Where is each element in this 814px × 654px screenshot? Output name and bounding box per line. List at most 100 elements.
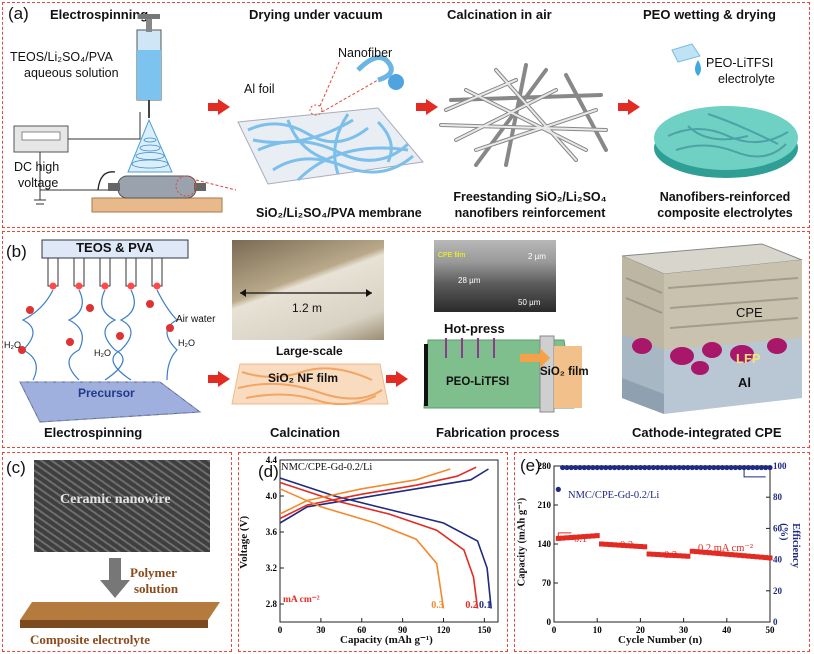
capacity-point	[599, 541, 605, 547]
y-right-tick-label: 40	[773, 555, 783, 565]
x-tick-label: 90	[398, 625, 408, 635]
capacity-point	[663, 552, 669, 558]
teos-pva-label: TEOS & PVA	[76, 240, 154, 255]
efficiency-point	[585, 464, 592, 471]
efficiency-point	[767, 464, 773, 471]
panel-d	[238, 452, 508, 652]
capacity-point	[555, 535, 561, 541]
chart-d-frame	[279, 459, 499, 623]
y-left-tick-label: 0	[547, 617, 552, 627]
scale-bar-arrow	[240, 289, 372, 297]
efficiency-point	[676, 464, 682, 471]
step-electrospinning: Electrospinning	[50, 7, 149, 22]
arrow-b1	[208, 371, 230, 387]
capacity-point	[685, 553, 691, 559]
capacity-point	[668, 552, 674, 558]
efficiency-point	[711, 464, 717, 471]
panel-a	[2, 2, 810, 228]
h2o-label-1: H₂O	[4, 340, 21, 350]
al-layer-label: Al	[738, 375, 751, 390]
series-label-0.3: 0.3	[431, 600, 444, 611]
capacity-point	[676, 553, 682, 559]
capacity-point	[624, 543, 630, 549]
fabrication-label: Fabrication process	[436, 425, 560, 440]
y-tick-label: 4.0	[266, 491, 278, 501]
capacity-point	[715, 550, 721, 556]
capacity-point	[741, 553, 747, 559]
sio2-nf-film-graphic	[231, 363, 389, 406]
chart-d-xlabel: Capacity (mAh g⁻¹)	[340, 634, 433, 646]
freestanding-nanofibers-graphic	[439, 63, 608, 167]
capacity-point	[732, 552, 738, 558]
electrospinning-apparatus	[13, 14, 237, 213]
efficiency-point	[655, 464, 661, 471]
efficiency-point	[650, 464, 656, 471]
panel-c-label: (c)	[6, 458, 26, 477]
capacity-point	[586, 533, 592, 539]
series-label-0.1: 0.1	[479, 600, 492, 611]
nanofiber-membrane-graphic	[237, 55, 424, 185]
solution-label-2: aqueous solution	[24, 66, 119, 80]
composite-electrolyte-label: Composite electrolyte	[30, 632, 150, 647]
scale-50um-label: 50 µm	[518, 298, 541, 307]
electrolyte-label-1: PEO-LiTFSI	[706, 56, 774, 70]
efficiency-point	[745, 464, 751, 471]
capacity-axis-pointer	[557, 532, 572, 539]
efficiency-point	[689, 464, 695, 471]
capacity-point	[564, 535, 570, 541]
efficiency-point	[763, 464, 769, 471]
composite-label-1: Nanofibers-reinforced	[659, 190, 791, 204]
scale-2um-label: 2 µm	[528, 252, 546, 261]
capacity-point	[616, 542, 622, 548]
discharge-curve-0.2	[279, 481, 479, 609]
capacity-point	[650, 551, 656, 557]
efficiency-point	[706, 464, 713, 471]
capacity-point	[577, 534, 583, 540]
efficiency-point	[715, 464, 721, 471]
y-right-tick-label: 20	[773, 586, 783, 596]
efficiency-point	[620, 464, 626, 471]
freestanding-label-2: nanofibers reinforcement	[454, 206, 606, 220]
calcination-label: Calcination	[270, 425, 341, 440]
composite-disk-graphic	[654, 43, 798, 178]
freestanding-label-1: Freestanding SiO₂/Li₂SO₄	[453, 190, 607, 204]
y-left-tick-label: 210	[538, 500, 552, 510]
x-tick-label: 20	[636, 625, 646, 635]
efficiency-point	[758, 464, 764, 471]
efficiency-point	[659, 464, 665, 471]
capacity-point	[754, 554, 760, 560]
x-tick-label: 60	[357, 625, 367, 635]
efficiency-point	[560, 464, 566, 471]
capacity-point	[707, 550, 713, 556]
nf-film-label: SiO₂ NF film	[268, 371, 339, 385]
capacity-point	[745, 553, 751, 559]
capacity-point	[633, 543, 639, 549]
efficiency-point	[555, 486, 561, 492]
sem-image	[434, 240, 556, 312]
capacity-point	[681, 553, 687, 559]
step-calcination: Calcination in air	[447, 7, 552, 22]
y-left-tick-label: 140	[538, 539, 552, 549]
arrow-a2	[416, 99, 438, 115]
rate-label-02: 0.2	[620, 540, 634, 551]
x-tick-label: 120	[437, 625, 451, 635]
efficiency-point	[728, 464, 734, 471]
y-right-tick-label: 100	[773, 461, 787, 471]
dc-voltage-label-2: voltage	[18, 176, 59, 190]
h2o-label-3: H₂O	[178, 338, 195, 348]
sio2-film-label: SiO₂ film	[540, 366, 589, 378]
efficiency-point	[607, 464, 613, 471]
capacity-point	[573, 534, 579, 540]
x-tick-label: 150	[478, 625, 492, 635]
chart-d-ylabel: Voltage (V)	[238, 515, 251, 569]
cpe-layer-label: CPE	[736, 305, 763, 320]
panel-b-label: (b)	[6, 242, 27, 261]
capacity-point	[637, 544, 643, 550]
efficiency-point	[633, 464, 639, 471]
multi-nozzle-electrospinning-graphic	[18, 239, 202, 423]
efficiency-point	[594, 464, 600, 471]
step-drying: Drying under vacuum	[249, 7, 383, 22]
y-tick-label: 3.6	[266, 527, 278, 537]
